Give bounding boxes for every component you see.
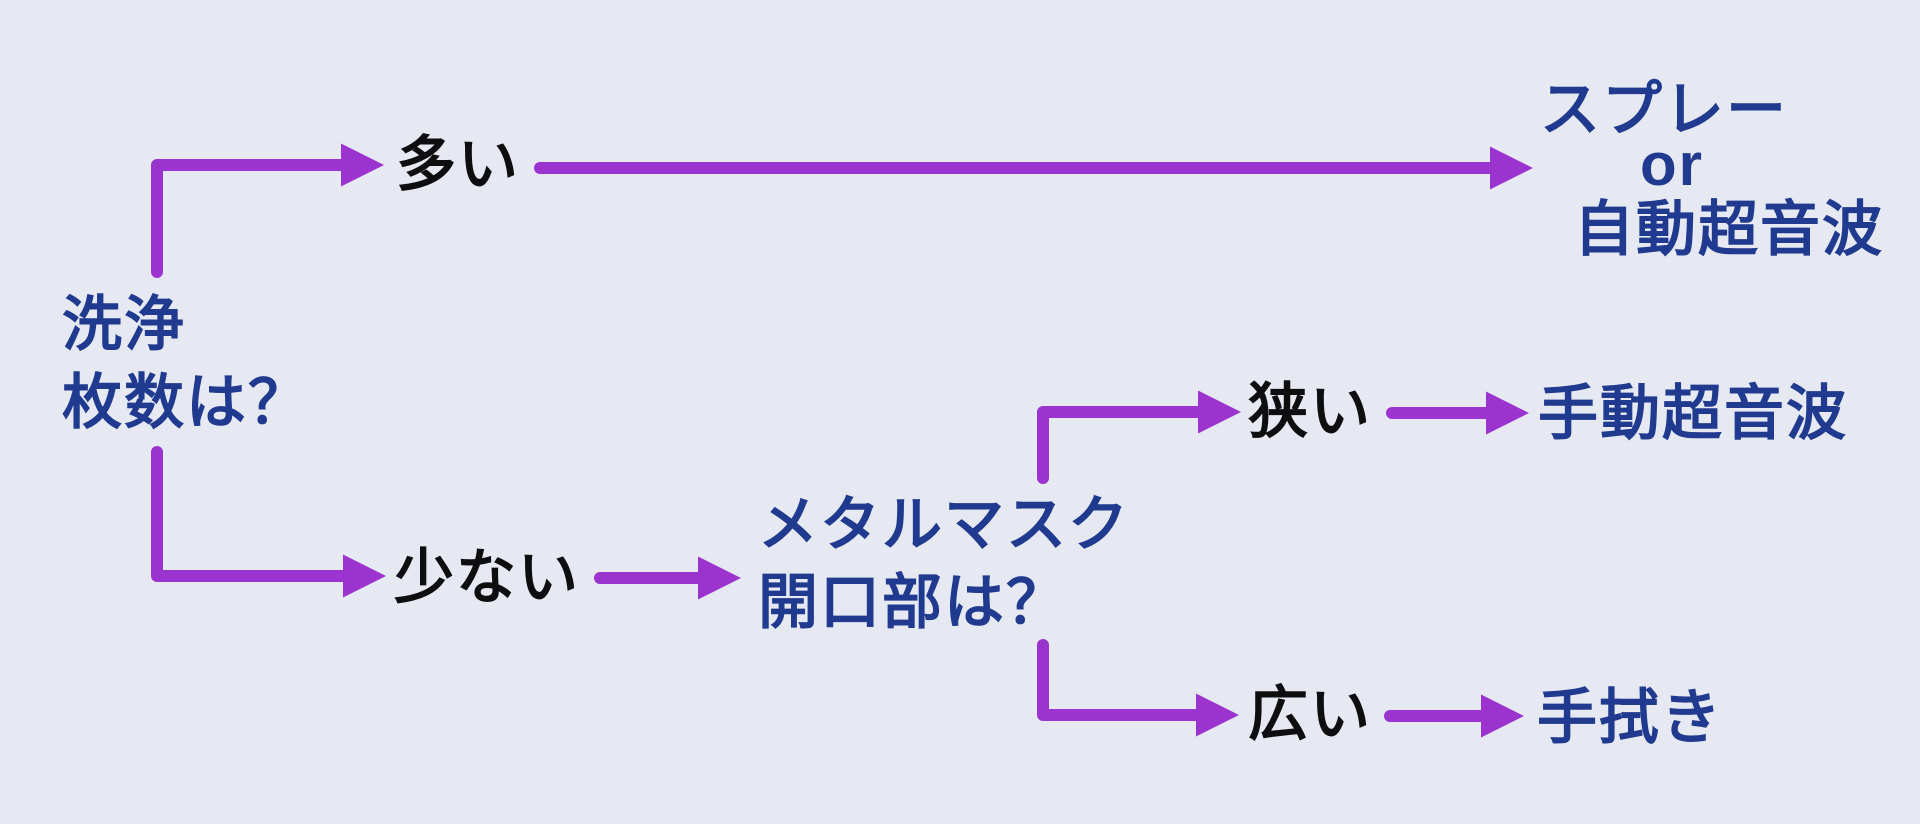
connector-subquestion-to-narrow [1037, 390, 1242, 484]
root-question: 洗浄 枚数は？ [62, 291, 310, 436]
connector-root-to-few [151, 446, 387, 598]
outcome-manual-ultrasonic: 手動超音波 [1538, 380, 1848, 447]
connector-subquestion-to-wide [1037, 639, 1240, 737]
outcome-or-line: or [1640, 131, 1704, 198]
outcome-hand-wipe: 手拭き [1537, 684, 1723, 751]
outcome-auto-ultrasonic-line: 自動超音波 [1574, 196, 1884, 263]
sub-question-metal-mask: メタルマスク 開口部は？ [758, 491, 1130, 636]
connector-root-to-many [151, 143, 385, 278]
branch-label-few: 少ない [394, 544, 580, 611]
branch-label-narrow: 狭い [1248, 378, 1372, 445]
branch-label-wide: 広い [1248, 681, 1372, 748]
outcome-spray-line: スプレー [1540, 76, 1788, 143]
branch-label-many: 多い [396, 131, 520, 198]
